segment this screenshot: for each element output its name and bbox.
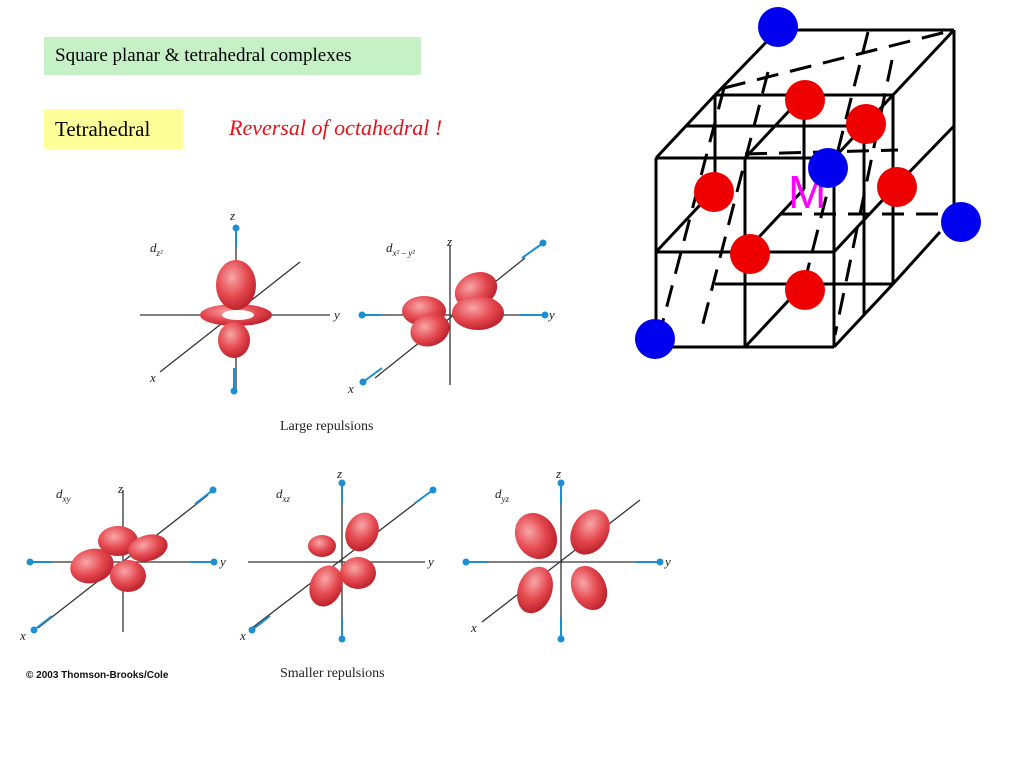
tetrahedral-label-box: Tetrahedral xyxy=(44,109,183,149)
copyright-notice: © 2003 Thomson-Brooks/Cole xyxy=(26,670,169,681)
orbital-lobe xyxy=(514,512,558,560)
ligand-dot xyxy=(26,558,34,566)
orbital-lobe xyxy=(216,260,256,310)
orbital-dz2: z y x dz² xyxy=(140,208,340,395)
orbital-lobe xyxy=(517,566,553,614)
axis-y-label: y xyxy=(547,307,555,322)
ligand-blue xyxy=(758,7,798,47)
axis-y-label: y xyxy=(218,554,226,569)
caption-smaller-repulsions: Smaller repulsions xyxy=(280,666,385,681)
ligand-arrow xyxy=(251,615,271,631)
axis-z-label: z xyxy=(336,466,342,481)
ligand-dot xyxy=(338,479,346,487)
axis-x-label: x xyxy=(149,370,156,385)
ligand-red xyxy=(694,172,734,212)
title-box: Square planar & tetrahedral complexes xyxy=(44,37,421,75)
orbital-lobe xyxy=(70,548,114,584)
cube-edge xyxy=(654,93,717,160)
ligand-dot xyxy=(429,486,437,494)
axis-x-label: x xyxy=(19,628,26,643)
cube-edge xyxy=(832,282,895,349)
axis-z-label: z xyxy=(446,234,452,249)
ligand-dot xyxy=(359,378,367,386)
ligand-red xyxy=(785,270,825,310)
orbital-lobe xyxy=(218,322,250,358)
torus-hole xyxy=(222,310,254,320)
cube-edge xyxy=(891,230,942,286)
cube-edge xyxy=(698,71,770,336)
caption-large-repulsions: Large repulsions xyxy=(280,419,373,434)
axis-x-line xyxy=(481,499,641,623)
ligand-blue xyxy=(808,148,848,188)
ligand-arrow xyxy=(194,489,214,505)
orbital-label-dxz: dxz xyxy=(276,486,290,504)
orbital-dyz: z y x dyz xyxy=(462,466,671,643)
orbital-lobe xyxy=(410,313,450,347)
axis-x-line xyxy=(374,257,526,379)
cube-lattice: M xyxy=(635,7,981,359)
ligand-blue xyxy=(635,319,675,359)
cube-edge xyxy=(723,28,955,90)
title-text: Square planar & tetrahedral complexes xyxy=(55,45,352,66)
ligand-arrow xyxy=(521,242,544,259)
ligand-dot xyxy=(338,635,346,643)
axis-y-label: y xyxy=(332,307,340,322)
ligand-dot xyxy=(557,479,565,487)
orbital-lobe xyxy=(345,512,379,552)
orbital-dxz: z y x dxz xyxy=(239,466,437,643)
axis-x-label: x xyxy=(347,381,354,396)
ligand-dot xyxy=(248,626,256,634)
ligand-arrow xyxy=(362,367,383,383)
axis-z-label: z xyxy=(117,481,123,496)
orbital-label-dxy: dxy xyxy=(56,486,71,504)
ligand-dot xyxy=(210,558,218,566)
ligand-red xyxy=(846,104,886,144)
ligand-blue xyxy=(941,202,981,242)
ligand-red xyxy=(785,80,825,120)
axis-y-label: y xyxy=(663,554,671,569)
orbital-label-dz2: dz² xyxy=(150,240,163,258)
orbital-lobe xyxy=(340,557,376,589)
axis-y-label: y xyxy=(426,554,434,569)
ligand-dot xyxy=(541,311,549,319)
ligand-arrow xyxy=(33,615,53,631)
ligand-dot xyxy=(358,311,366,319)
ligand-dot xyxy=(232,224,240,232)
axis-x-line xyxy=(251,491,431,629)
axis-z-label: z xyxy=(555,466,561,481)
orbital-lobe xyxy=(308,535,336,557)
orbital-lobe xyxy=(452,296,504,330)
tetrahedral-text: Tetrahedral xyxy=(55,117,151,141)
ligand-arrow xyxy=(414,489,434,504)
axis-x-label: x xyxy=(239,628,246,643)
axis-x-label: x xyxy=(470,620,477,635)
orbital-dxy: z y x dxy xyxy=(19,481,226,643)
orbital-dx2-y2: z y x dx² – y² xyxy=(347,234,555,396)
ligand-red xyxy=(877,167,917,207)
orbital-lobe xyxy=(98,526,138,556)
orbital-lobe xyxy=(309,565,343,607)
cube-edge xyxy=(656,87,726,341)
ligand-dot xyxy=(656,558,664,566)
ligand-dot xyxy=(30,626,38,634)
ligand-dot xyxy=(557,635,565,643)
orbital-lobe xyxy=(110,560,146,592)
axis-z-label: z xyxy=(229,208,235,223)
ligand-dot xyxy=(462,558,470,566)
orbital-label-dyz: dyz xyxy=(495,486,509,504)
orbital-lobe xyxy=(570,565,608,611)
orbital-label-dx2-y2: dx² – y² xyxy=(386,240,415,258)
orbital-lobe xyxy=(128,534,168,562)
cube-edge xyxy=(891,28,956,97)
orbital-lobe xyxy=(570,509,610,555)
reversal-note: Reversal of octahedral ! xyxy=(229,115,443,140)
ligand-dot xyxy=(539,239,547,247)
ligand-dot xyxy=(230,387,238,395)
ligand-red xyxy=(730,234,770,274)
ligand-dot xyxy=(209,486,217,494)
